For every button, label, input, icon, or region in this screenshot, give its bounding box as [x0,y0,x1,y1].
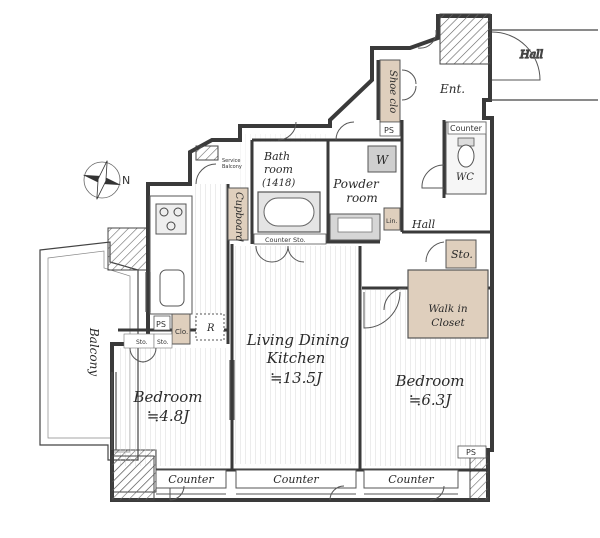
ldk: Living Dining Kitchen ≒13.5J [246,331,350,387]
column-service [195,145,219,161]
ldk-area-label: ≒13.5J [270,369,323,387]
washer [367,145,397,173]
bedroom-left: Bedroom ≒4.8J [133,388,203,425]
hall-corridor: Hall [490,29,598,101]
bedroom-left-door-b [141,347,157,363]
wc-label: WC [456,172,474,183]
ldk-label-2: Kitchen [266,349,326,367]
counter-wc-label: Counter [450,124,483,133]
storage-hall [445,239,477,269]
bottom-counters: Counter Counter Counter [155,469,459,489]
bedroom-right-door [363,291,401,329]
linen-label: Lin. [386,217,398,225]
sto-left-b-label: Sto. [157,339,169,346]
kitchen: R [149,195,225,341]
wc-door[interactable] [421,164,445,189]
ldk-label-1: Living Dining [246,331,350,349]
shoe-closet-door [417,29,437,49]
compass-north-label: N [122,174,130,187]
bedroom-left-area: ≒4.8J [147,407,190,425]
washer-label: W [376,153,390,167]
hall-top-label: Hall [519,48,544,61]
bath-label-1: Bath [263,150,290,163]
powder-label-1: Powder [332,177,380,191]
powder-door [335,121,355,141]
walk-in-door [383,287,407,311]
storage-door [425,241,445,263]
balcony-door-bottom-mid [329,485,345,501]
counter-sto-strip [253,233,327,245]
toilet [457,144,475,168]
walk-in-closet [407,269,489,339]
sto-left-a-label: Sto. [136,339,148,346]
column-bottom-left [111,455,155,501]
bathroom: Bath room (1418) [254,142,326,240]
walk-in-label-1: Walk in [428,303,468,315]
service-balcony-label-1: Service [222,158,240,164]
balcony-door-bottom-right [429,485,445,501]
bedroom-right-area: ≒6.3J [409,391,452,409]
doors[interactable] [129,29,445,501]
ps-bottom [457,445,487,459]
entrance-door[interactable] [491,31,541,81]
cupboard-label: Cupboard [233,192,244,242]
entrance-label: Ent. [439,82,465,96]
ps-bottom-label: PS [466,448,476,457]
ps-top-label: PS [384,126,394,135]
hall-mid-label: Hall [411,218,436,231]
ps-left-label: PS [156,320,166,329]
service-door[interactable] [195,163,217,185]
shoe-closet-label: Shoe clo [387,70,398,113]
bath-door [277,121,297,141]
counter-sto-label: Counter Sto. [265,236,306,244]
bedroom-right-label: Bedroom [395,372,465,390]
shoe-closet-door-2 [401,69,417,101]
counter-bottom-right: Counter [388,473,434,486]
closet-left-label: Clo. [175,328,188,336]
left-utility: PS Sto. Sto. [123,315,173,349]
walk-in-label-2: Closet [431,317,465,329]
storage-label: Sto. [451,248,473,261]
counter-bottom-mid: Counter [273,473,319,486]
sliding-doors[interactable] [111,272,361,450]
bath-label-2: room [264,163,293,176]
wc-room: Counter WC [445,121,487,195]
balcony-label: Balcony [87,327,101,376]
counter-bottom-left: Counter [168,473,214,486]
refrigerator-label: R [206,323,215,334]
bedroom-left-label: Bedroom [133,388,203,406]
column-bottom-right [469,455,489,501]
powder-room: Powder room W [329,145,397,241]
ldk-door-right [287,245,305,263]
column-top-right [439,13,491,65]
service-balcony-label-2: Balcony [222,164,242,170]
refrigerator [195,313,225,341]
bedroom-right: Bedroom ≒6.3J [395,372,465,409]
closets: Shoe clo PS Cupboard Walk in Closet Sto.… [171,59,489,345]
powder-label-2: room [346,191,378,205]
service-balcony: Service Balcony [222,158,242,170]
sink [159,269,185,307]
linen-closet [383,207,401,231]
cupboard [227,187,249,241]
bath-size-label: (1418) [262,178,295,189]
compass: N [82,160,130,200]
